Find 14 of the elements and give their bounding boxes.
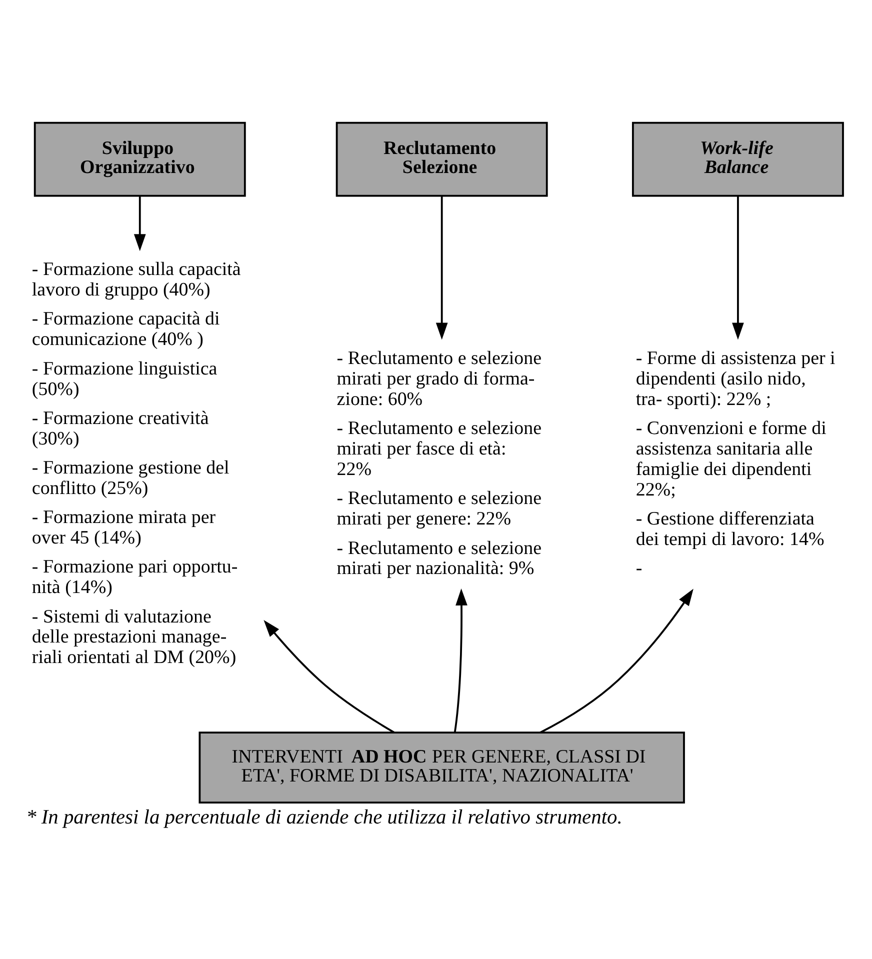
- arrow: [454, 588, 468, 733]
- node-box: INTERVENTI AD HOC PER GENERE, CLASSI DI ETA', FORME DI DISABILITA', NAZIONALITA': [198, 732, 685, 804]
- node-text: - Forme di assistenza per i dipendenti (asilo nido, tra- sporti): 22% ; - Convenzioni e forme di assistenza sanitaria alle famiglie dei dipendenti 22%; - Gestione differenziata dei tempi di lavoro: 14% -: [636, 348, 836, 580]
- node-text: - Reclutamento e selezione mirati per grado di forma- zione: 60% - Reclutamento e selezione mirati per fasce di età: 22% - Reclutamento e selezione mirati per genere: 22% - Reclutamento e selezione mirati per nazionalità: 9%: [336, 348, 542, 580]
- node-box: Reclutamento Selezione: [336, 122, 548, 197]
- node-box: Work-life Balance: [632, 122, 844, 197]
- arrow: [134, 196, 146, 252]
- node-text: - Formazione sulla capacità lavoro di gruppo (40%) - Formazione capacità di comunicazione (40% ) - Formazione linguistica (50%) - Formazione creatività (30%) - Formazione gestione del conflitto (25%) - Formazione mirata per over 45 (14%) - Formazione pari opportu- nità (14%) - Sistemi di valutazione delle prestazioni manage- riali orientati al DM (20%): [32, 259, 241, 668]
- arrow: [436, 196, 448, 340]
- arrow: [264, 620, 395, 734]
- arrow: [732, 196, 744, 340]
- arrow: [540, 588, 694, 734]
- caption: * In parentesi la percentuale di aziende che utilizza il relativo strumento.: [26, 806, 622, 828]
- node-box: Sviluppo Organizzativo: [34, 122, 246, 197]
